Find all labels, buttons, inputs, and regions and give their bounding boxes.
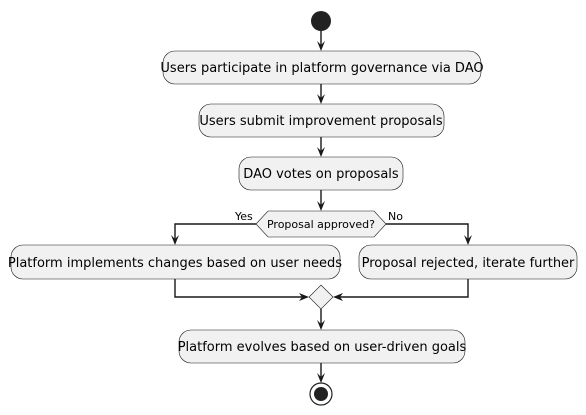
action-participate-governance: Users participate in platform governance… — [160, 50, 484, 85]
action-submit-proposals-label: Users submit improvement proposals — [199, 114, 442, 129]
action-proposal-rejected-label: Proposal rejected, iterate further — [362, 256, 575, 271]
arrow-step1 — [317, 41, 325, 51]
end-node — [309, 382, 333, 406]
arrow-decision — [317, 201, 325, 211]
branch-label-no: No — [388, 210, 403, 223]
arrow-merge-left — [299, 293, 309, 301]
arrow-yes-branch — [171, 235, 179, 245]
decision-proposal-approved-label: Proposal approved? — [267, 218, 375, 231]
arrow-end — [317, 373, 325, 383]
branch-label-yes: Yes — [234, 210, 253, 223]
action-participate-governance-label: Users participate in platform governance… — [160, 61, 483, 76]
edge-decision-no — [386, 223, 469, 239]
action-implement-changes-label: Platform implements changes based on use… — [8, 256, 342, 271]
action-dao-votes: DAO votes on proposals — [238, 156, 404, 191]
arrow-no-branch — [464, 235, 472, 245]
arrow-step3 — [317, 147, 325, 157]
merge-node — [308, 284, 334, 310]
edge-no-merge — [340, 279, 469, 298]
arrow-merge-right — [333, 293, 343, 301]
action-submit-proposals: Users submit improvement proposals — [198, 103, 445, 138]
edge-decision-yes — [174, 223, 256, 239]
edge-yes-merge — [174, 279, 302, 298]
arrow-final — [317, 320, 325, 330]
arrow-step2 — [317, 94, 325, 104]
action-platform-evolves-label: Platform evolves based on user-driven go… — [178, 340, 467, 355]
action-platform-evolves: Platform evolves based on user-driven go… — [178, 329, 467, 364]
decision-proposal-approved: Proposal approved? — [255, 210, 387, 238]
action-proposal-rejected: Proposal rejected, iterate further — [358, 244, 578, 280]
action-dao-votes-label: DAO votes on proposals — [243, 167, 399, 182]
action-implement-changes: Platform implements changes based on use… — [8, 244, 342, 280]
start-node — [311, 11, 331, 31]
